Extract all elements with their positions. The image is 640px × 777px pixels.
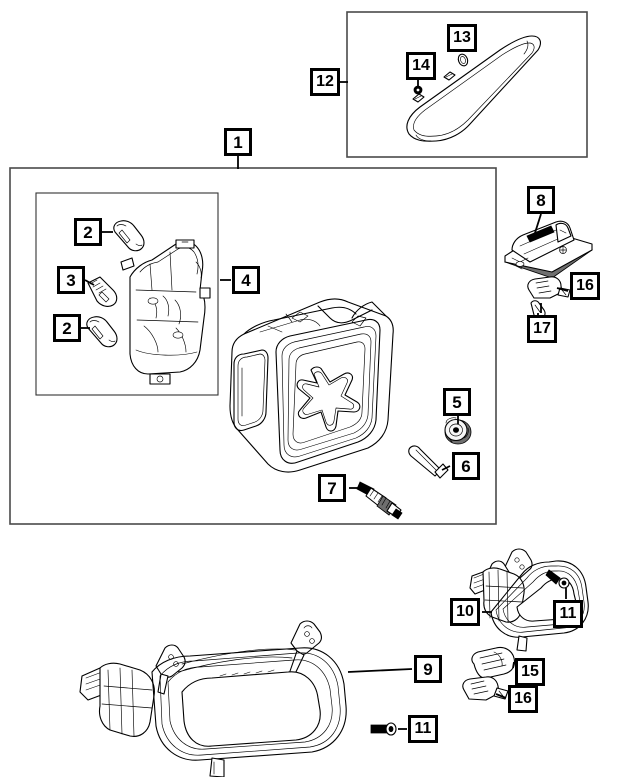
- callout-8-c8[interactable]: 8: [527, 186, 555, 214]
- callout-15-c15[interactable]: 15: [515, 658, 545, 686]
- callout-16-c16a[interactable]: 16: [570, 272, 600, 300]
- callout-label: 13: [453, 29, 471, 46]
- leader-6: [441, 465, 451, 471]
- callout-12-c12[interactable]: 12: [310, 68, 340, 96]
- bulb-16-upper: [527, 276, 571, 299]
- grommet-13: [457, 53, 469, 67]
- callout-5-c5[interactable]: 5: [443, 388, 471, 416]
- callout-3-c3[interactable]: 3: [57, 266, 85, 294]
- bulb-upper: [113, 220, 145, 252]
- tail-lamp-assembly-panel-group: [9, 167, 497, 525]
- leader-15: [512, 661, 515, 669]
- callout-label: 16: [514, 690, 532, 707]
- bulb-16-lower: [462, 676, 509, 701]
- callout-label: 5: [452, 392, 462, 412]
- callout-11-c11b[interactable]: 11: [408, 715, 438, 743]
- fog-lamp-left: [79, 620, 347, 777]
- callout-label: 6: [461, 456, 471, 476]
- callout-16-c16b[interactable]: 16: [508, 685, 538, 713]
- fog-lamp-right: [469, 548, 589, 652]
- chmsl-panel-group: [346, 11, 588, 158]
- callout-11-c11a[interactable]: 11: [553, 600, 583, 628]
- callout-14-c14[interactable]: 14: [406, 52, 436, 80]
- tail-lamp-lens: [229, 298, 394, 473]
- screw-11-upper: [545, 569, 570, 589]
- grommet: [444, 417, 472, 445]
- callout-4-c4[interactable]: 4: [232, 266, 260, 294]
- callout-17-c17[interactable]: 17: [527, 315, 557, 343]
- bulb-lower: [86, 316, 118, 348]
- callout-7-c7[interactable]: 7: [318, 474, 346, 502]
- callout-10-c10[interactable]: 10: [450, 598, 480, 626]
- callout-label: 4: [241, 270, 251, 290]
- callout-label: 14: [412, 57, 430, 74]
- leader-3: [84, 279, 95, 286]
- nut-14: [413, 85, 423, 95]
- callout-label: 17: [533, 320, 551, 337]
- callout-label: 2: [83, 222, 93, 242]
- callout-6-c6[interactable]: 6: [452, 452, 480, 480]
- callout-label: 15: [521, 663, 539, 680]
- callout-1-c1[interactable]: 1: [224, 128, 252, 156]
- callout-13-c13[interactable]: 13: [447, 24, 477, 52]
- callout-label: 16: [576, 277, 594, 294]
- bulb-wedge: [87, 276, 118, 307]
- callout-label: 11: [414, 720, 432, 737]
- bulb-15: [471, 646, 516, 679]
- callout-2-c2a[interactable]: 2: [74, 218, 102, 246]
- screw-11-lower: [370, 722, 397, 736]
- callout-label: 7: [327, 478, 337, 498]
- stud-7: [356, 481, 403, 520]
- callout-label: 12: [316, 73, 334, 90]
- callout-9-c9[interactable]: 9: [414, 655, 442, 683]
- license-lamp: [504, 220, 593, 279]
- callout-label: 2: [62, 318, 72, 338]
- callout-label: 8: [536, 190, 546, 210]
- callout-label: 3: [66, 270, 76, 290]
- bulb-carrier: [120, 239, 211, 385]
- leader-8: [533, 213, 542, 237]
- leader-16-upper: [556, 287, 569, 292]
- callout-label: 1: [233, 132, 243, 152]
- leader-9: [347, 668, 413, 673]
- callout-2-c2b[interactable]: 2: [53, 314, 81, 342]
- screw-6: [408, 445, 449, 479]
- callout-label: 11: [559, 605, 577, 622]
- callout-label: 10: [456, 603, 474, 620]
- center-high-mount-stop-lamp: [406, 35, 541, 142]
- callout-label: 9: [423, 659, 433, 679]
- leader-16-lower: [495, 693, 507, 699]
